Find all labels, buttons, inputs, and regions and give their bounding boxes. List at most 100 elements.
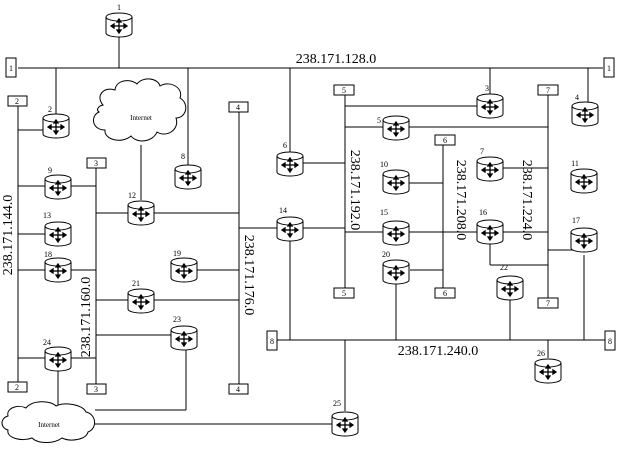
router-2: 2 xyxy=(42,105,70,139)
svg-text:3: 3 xyxy=(485,84,489,93)
svg-text:8: 8 xyxy=(181,152,185,161)
svg-text:9: 9 xyxy=(48,166,52,175)
terminator-2-top: 2 xyxy=(7,95,28,107)
svg-text:2: 2 xyxy=(48,105,52,114)
terminator-4-top: 4 xyxy=(228,101,249,113)
svg-text:7: 7 xyxy=(480,147,484,156)
terminator-2-bottom: 2 xyxy=(7,381,28,393)
terminator-6-top: 6 xyxy=(434,134,456,146)
svg-text:14: 14 xyxy=(279,206,287,215)
router-24: 24 xyxy=(43,338,72,372)
network-label-224: 238.171.224.0 xyxy=(519,160,534,241)
network-labels: 238.171.128.0 238.171.144.0 238.171.160.… xyxy=(1,52,534,359)
terminator-4-bottom: 4 xyxy=(228,383,249,395)
svg-text:8: 8 xyxy=(608,337,612,346)
internet-cloud-top: Internet xyxy=(93,78,187,142)
svg-text:16: 16 xyxy=(479,208,487,217)
svg-text:13: 13 xyxy=(43,211,51,220)
terminator-1-right: 1 xyxy=(603,57,615,78)
svg-text:6: 6 xyxy=(443,136,447,145)
svg-text:10: 10 xyxy=(380,160,388,169)
terminator-7-bottom: 7 xyxy=(537,297,559,309)
router-11: 11 xyxy=(570,159,598,194)
svg-text:19: 19 xyxy=(173,249,181,258)
router-19: 19 xyxy=(170,249,198,283)
network-label-160: 238.171.160.0 xyxy=(79,277,94,358)
svg-text:5: 5 xyxy=(377,116,381,125)
router-6: 6 xyxy=(276,141,304,177)
svg-text:6: 6 xyxy=(443,289,447,298)
svg-text:7: 7 xyxy=(546,86,550,95)
network-label-176: 238.171.176.0 xyxy=(241,235,256,316)
router-21: 21 xyxy=(127,279,155,314)
network-label-192: 238.171.192.0 xyxy=(347,150,362,231)
router-9: 9 xyxy=(44,166,72,200)
svg-text:4: 4 xyxy=(236,385,240,394)
network-label-128: 238.171.128.0 xyxy=(296,52,377,67)
router-4: 4 xyxy=(571,93,599,127)
svg-text:5: 5 xyxy=(342,289,346,298)
router-17: 17 xyxy=(570,216,598,253)
svg-text:4: 4 xyxy=(236,103,240,112)
svg-text:11: 11 xyxy=(571,159,579,168)
svg-text:15: 15 xyxy=(380,208,388,217)
svg-text:4: 4 xyxy=(575,93,579,102)
svg-text:2: 2 xyxy=(15,383,19,392)
router-14: 14 xyxy=(276,206,304,242)
svg-text:3: 3 xyxy=(94,385,98,394)
svg-text:1: 1 xyxy=(9,64,13,73)
network-label-208: 238.171.208.0 xyxy=(453,160,468,241)
network-label-144: 238.171.144.0 xyxy=(1,195,16,276)
terminators: 1 1 2 2 3 3 4 4 5 5 6 6 7 7 8 8 xyxy=(5,57,616,395)
svg-text:20: 20 xyxy=(382,250,390,259)
svg-text:1: 1 xyxy=(607,64,611,73)
router-3: 3 xyxy=(476,84,504,119)
terminator-5-bottom: 5 xyxy=(333,287,355,299)
router-26: 26 xyxy=(534,349,562,384)
router-22: 22 xyxy=(496,263,524,301)
router-1: 1 xyxy=(105,3,133,38)
svg-text:22: 22 xyxy=(500,263,508,272)
svg-text:18: 18 xyxy=(44,250,52,259)
router-8: 8 xyxy=(174,152,202,190)
terminator-5-top: 5 xyxy=(333,84,355,96)
svg-text:26: 26 xyxy=(537,349,545,358)
router-20: 20 xyxy=(382,250,410,285)
svg-text:3: 3 xyxy=(94,159,98,168)
router-15: 15 xyxy=(380,208,410,246)
connection-lines xyxy=(17,34,605,425)
svg-text:12: 12 xyxy=(128,191,136,200)
svg-text:2: 2 xyxy=(15,97,19,106)
internet-cloud-bottom: Internet xyxy=(1,401,95,443)
svg-text:6: 6 xyxy=(283,141,287,150)
svg-text:5: 5 xyxy=(342,86,346,95)
router-23: 23 xyxy=(170,315,198,351)
router-25: 25 xyxy=(331,399,359,437)
router-13: 13 xyxy=(43,211,72,247)
svg-text:7: 7 xyxy=(546,299,550,308)
network-label-240: 238.171.240.0 xyxy=(398,344,479,359)
svg-text:8: 8 xyxy=(270,337,274,346)
terminator-6-bottom: 6 xyxy=(434,287,456,299)
router-12: 12 xyxy=(127,191,155,226)
internet-label: Internet xyxy=(130,114,152,122)
router-10: 10 xyxy=(380,160,410,195)
router-7: 7 xyxy=(476,147,504,182)
router-18: 18 xyxy=(44,250,72,283)
terminator-8-right: 8 xyxy=(604,330,616,351)
router-16: 16 xyxy=(476,208,504,245)
router-5: 5 xyxy=(377,115,410,141)
terminator-7-top: 7 xyxy=(537,84,559,96)
svg-text:17: 17 xyxy=(572,216,580,225)
terminator-3-bottom: 3 xyxy=(86,383,107,395)
svg-text:23: 23 xyxy=(173,315,181,324)
routers: 1 2 3 4 5 6 7 8 9 10 11 12 13 14 15 16 1… xyxy=(42,3,599,437)
svg-text:24: 24 xyxy=(43,338,51,347)
internet-label: Internet xyxy=(38,421,60,429)
terminator-1-left: 1 xyxy=(5,57,17,78)
svg-text:1: 1 xyxy=(117,3,121,12)
svg-text:25: 25 xyxy=(333,399,341,408)
svg-text:21: 21 xyxy=(132,279,140,288)
terminator-3-top: 3 xyxy=(86,157,107,169)
